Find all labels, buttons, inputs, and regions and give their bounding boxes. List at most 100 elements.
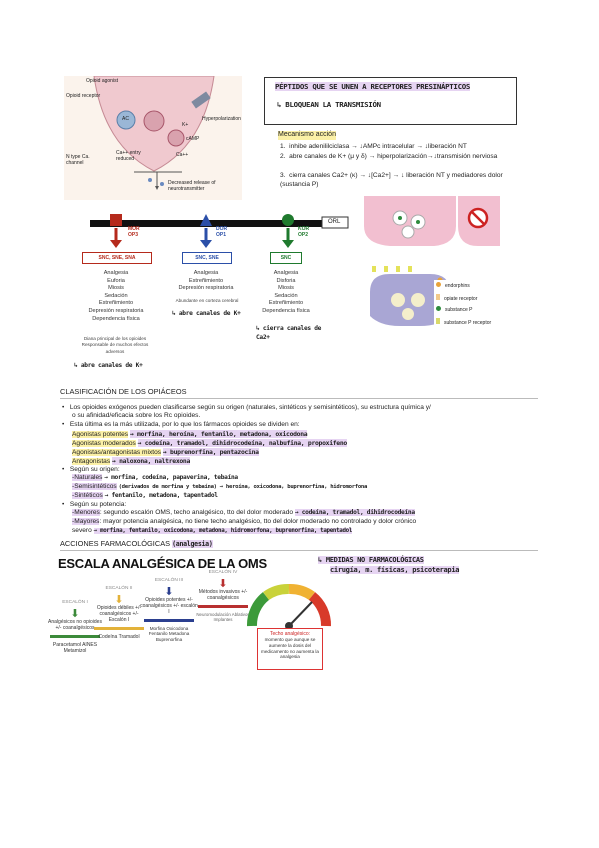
oms-title: ESCALA ANALGÉSICA DE LA OMS xyxy=(58,556,267,571)
kor-effect-6: Dependencia física xyxy=(262,307,310,314)
semisint-label: -Semisintéticos xyxy=(72,483,117,490)
label-ac: AC xyxy=(122,116,129,122)
oms-level-3-drugs: Morfina Oxicodona Fentanilo Metadona Bup… xyxy=(148,625,190,642)
kor-effect-2: Disforia xyxy=(276,277,296,284)
oms-level-3-text: Opioides potentes +/- coanalgésicos +/- … xyxy=(140,596,198,615)
clasificacion-rule xyxy=(60,398,538,399)
mor-effect-6: Depresión respiratoria xyxy=(88,307,144,314)
clasif-intro-2: o su afinidad/eficacia sobre los Rc opio… xyxy=(72,412,200,420)
oms-level-1-bar xyxy=(50,634,100,638)
hand-note-line1: PÉPTIDOS QUE SE UNEN A RECEPTORES PRESIN… xyxy=(275,82,471,91)
kor-code: KOR OP2 xyxy=(298,226,310,239)
kor-effect-1: Analgesia xyxy=(273,270,299,276)
legend-item-opiate-receptor: opiate receptor xyxy=(436,294,477,302)
oms-level-3-arrow: ⬇ xyxy=(164,585,174,598)
menores-row: -Menores: segundo escalón OMS, techo ana… xyxy=(72,509,415,517)
dor-effect-1: Analgesia xyxy=(193,270,219,276)
mor-effect-2: Euforia xyxy=(107,277,125,284)
label-decreased-release: Decreased release of neurotransmitter xyxy=(168,180,216,193)
mecanismo-item-3: 3. cierra canales Ca2+ (κ) → ↓[Ca2+] → ↓… xyxy=(280,172,503,188)
kor-effect-4: Sedación xyxy=(274,292,298,299)
label-opioid-agonist: Opioid agonist xyxy=(86,78,118,84)
dor-hand-note: ↳ abre canales de K+ xyxy=(172,310,241,317)
legend-swatch-endorphins xyxy=(436,282,441,287)
agonistas-puros-row: Agonistas potentes → morfina, heroína, f… xyxy=(72,430,308,439)
agonistas-mod-row: Agonistas moderados → codeína, tramadol,… xyxy=(72,439,347,448)
agonistas-puros-hand: → morfina, heroína, fentanilo, metadona,… xyxy=(129,430,308,438)
antagonistas-label: Antagonistas xyxy=(72,458,111,465)
label-n-type: N type Ca. channel xyxy=(66,154,90,167)
oms-level-2-drugs: Codeína Tramadol xyxy=(98,633,140,640)
oms-level-4-text: Métodos invasivos +/- coanalgésicos xyxy=(198,588,248,601)
oms-level-2: ESCALÓN II ⬇ Opioides débiles +/- coanal… xyxy=(90,586,148,640)
analgesic-ceiling-gauge xyxy=(246,572,332,632)
mayores-text-2: severo xyxy=(72,527,92,534)
menores-text: : segundo escalón OMS, techo analgésico,… xyxy=(99,509,294,516)
kor-effect-5: Estreñimiento xyxy=(268,300,304,307)
label-ca-entry: Ca++ entry reduced xyxy=(116,150,141,163)
dor-code: DOR OP1 xyxy=(216,226,228,239)
oms-level-2-text: Opioides débiles +/- coanalgésicos +/- E… xyxy=(96,604,142,623)
sinteticos-label: -Sintéticos xyxy=(72,492,103,499)
mecanismo-item-1-text: inhibe adenililciclasa → ↓AMPc intracelu… xyxy=(289,143,467,150)
label-ca: Ca++ xyxy=(176,152,189,158)
legend-label-substance-p: substance P xyxy=(445,307,473,313)
naturales-hand: → morfina, codeína, papaverina, tebaína xyxy=(104,474,238,481)
mayores-row-2: severo → morfina, fentanilo, oxicodona, … xyxy=(72,527,352,535)
dor-effect-2: Estreñimiento xyxy=(188,277,224,284)
legend-label-endorphins: endorphins xyxy=(445,283,470,289)
legend-swatch-substance-p xyxy=(436,306,441,311)
oms-hand-note-1: ↳ MEDIDAS NO FARMACOLÓGICAS xyxy=(318,556,424,564)
oms-level-2-bar xyxy=(94,626,144,630)
acciones-title-row: ACCIONES FARMACOLÓGICAS (analgesia) xyxy=(60,539,213,549)
dor-box: SNC, SNE xyxy=(182,252,232,264)
mayores-label: -Mayores xyxy=(72,518,100,525)
clasificacion-title: CLASIFICACIÓN DE LOS OPIÁCEOS xyxy=(60,387,187,396)
mecanismo-item-1: 1. inhibe adenililciclasa → ↓AMPc intrac… xyxy=(280,143,467,150)
ag-ant-mixtos-hand: → buprenorfina, pentazocina xyxy=(162,448,259,456)
hand-note-box: PÉPTIDOS QUE SE UNEN A RECEPTORES PRESIN… xyxy=(264,77,517,125)
oms-level-3-bar xyxy=(144,618,194,622)
mor-effect-5: Estreñimiento xyxy=(98,300,134,307)
receptor-diagram: ORL MOR OP3 DOR OP1 KOR OP2 SNC, SNE, SN… xyxy=(60,212,352,384)
sinteticos-hand: → fentanilo, metadona, tapentadol xyxy=(104,492,218,499)
ag-ant-mixtos-row: Agonistas/antagonistas mixtos → buprenor… xyxy=(72,448,259,457)
dor-effect-3: Depresión respiratoria xyxy=(178,285,234,292)
legend-item-substance-p: substance P xyxy=(436,306,473,313)
sinteticos-row: -Sintéticos → fentanilo, metadona, tapen… xyxy=(72,492,218,500)
legend-swatch-substance-p-receptor xyxy=(436,318,440,324)
oms-level-4-arrow: ⬇ xyxy=(218,577,228,590)
kor-box: SNC xyxy=(270,252,302,264)
oms-level-4-drugs: Neuromodulación Ablativos Implantes xyxy=(196,611,250,623)
oms-level-1: ESCALÓN I ⬇ Analgésicos no opioides +/- … xyxy=(46,600,104,654)
mecanismo-item-3-text: cierra canales Ca2+ (κ) → ↓[Ca2+] → ↓ li… xyxy=(280,172,503,188)
label-hyperpolarization: Hyperpolarization xyxy=(202,116,241,122)
agonistas-mod-hand: → codeína, tramadol, dihidrocodeína, nal… xyxy=(137,439,347,447)
dor-effects: Analgesia Estreñimiento Depresión respir… xyxy=(156,270,256,293)
mor-hand-note: ↳ abre canales de K+ xyxy=(74,362,143,369)
legend-item-substance-p-receptor: substance P receptor xyxy=(436,318,491,326)
oms-level-1-text: Analgésicos no opioides +/- coanalgésico… xyxy=(48,618,102,631)
potencia-label: Según su potencia: xyxy=(69,501,127,508)
mor-note: Diana principal de los opioides Responsa… xyxy=(81,336,149,354)
oms-level-2-step: ESCALÓN II xyxy=(105,586,133,591)
legend-label-opiate: opiate receptor xyxy=(444,296,478,302)
kor-effects: Analgesia Disforia Miosis Sedación Estre… xyxy=(236,270,336,316)
mor-effect-3: Miosis xyxy=(108,285,124,292)
mayores-text: : mayor potencia analgésica, no tiene te… xyxy=(99,518,417,525)
clasif-intro-1: • Los opioides exógenos pueden clasifica… xyxy=(62,404,431,411)
dor-note: Abundante en corteza cerebral xyxy=(175,298,239,303)
menores-hand: → codeína, tramadol, dihidrocodeína xyxy=(294,509,415,516)
oms-level-1-arrow: ⬇ xyxy=(70,607,80,620)
mayores-hand: → morfina, fentanilo, oxicodona, metadon… xyxy=(93,528,353,534)
origen-row: • Según su origen: xyxy=(62,466,120,473)
legend-swatch-opiate xyxy=(436,294,440,300)
oms-level-4: ESCALÓN IV ⬇ Métodos invasivos +/- coana… xyxy=(194,570,252,623)
oms-ladder: ESCALÓN I ⬇ Analgésicos no opioides +/- … xyxy=(48,570,254,684)
oms-level-2-arrow: ⬇ xyxy=(114,593,124,606)
mayores-row: -Mayores: mayor potencia analgésica, no … xyxy=(72,518,416,526)
legend-label-substance-p-receptor: substance P receptor xyxy=(444,320,492,326)
clasif-intro-1-text: Los opioides exógenos pueden clasificars… xyxy=(69,404,431,411)
legend-item-endorphins: endorphins xyxy=(436,282,470,289)
clasif-intro-2-text: o su afinidad/eficacia sobre los Rc opio… xyxy=(72,412,201,419)
